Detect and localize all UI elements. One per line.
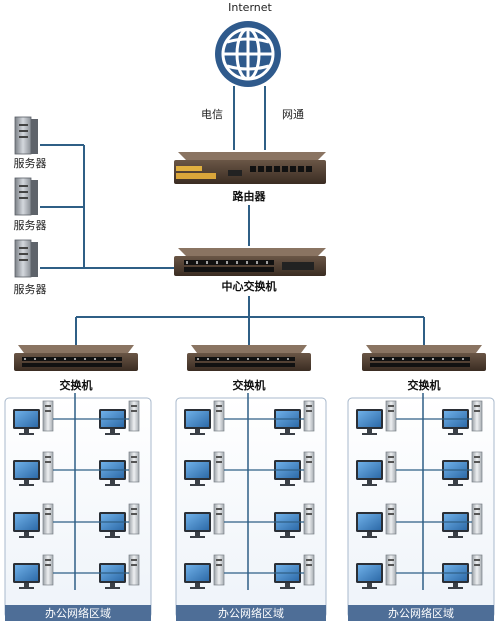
- workstation-icon: [184, 503, 225, 538]
- core-switch-icon: [174, 248, 326, 276]
- server-label: 服务器: [14, 157, 47, 170]
- zone-label: 办公网络区域: [388, 606, 454, 620]
- access-switch-label: 交换机: [60, 378, 93, 392]
- access-switch-label: 交换机: [233, 378, 266, 392]
- server-label: 服务器: [14, 283, 47, 296]
- workstation-icon: [13, 400, 54, 435]
- workstation-icon: [274, 503, 315, 538]
- workstation-icon: [13, 451, 54, 486]
- isp-telecom-label: 电信: [201, 108, 223, 121]
- zone-label-bar: [348, 605, 494, 621]
- workstation-icon: [356, 503, 397, 538]
- zone-label-bar: [5, 605, 151, 621]
- workstation-icon: [356, 554, 397, 589]
- access-switch-label: 交换机: [408, 378, 441, 392]
- internet-globe-icon: [215, 21, 281, 87]
- internet-label: Internet: [228, 1, 272, 14]
- workstation-icon: [13, 503, 54, 538]
- access-switch-icon: [187, 345, 311, 371]
- server-icon: [14, 239, 38, 278]
- access-switch-icon: [14, 345, 138, 371]
- server-icon: [14, 177, 38, 216]
- core-switch-label: 中心交换机: [222, 279, 277, 293]
- router-icon: [174, 152, 326, 184]
- workstation-icon: [184, 400, 225, 435]
- workstation-icon: [184, 554, 225, 589]
- server-links: [40, 144, 174, 269]
- zone-label: 办公网络区域: [218, 606, 284, 620]
- router-label: 路由器: [233, 189, 267, 203]
- zone-label-bar: [176, 605, 326, 621]
- server-label: 服务器: [14, 219, 47, 232]
- isp-netcom-label: 网通: [282, 108, 304, 121]
- access-switch-icon: [362, 345, 486, 371]
- isp-links: [233, 86, 266, 150]
- distribution-links: [75, 296, 425, 345]
- workstation-icon: [13, 554, 54, 589]
- workstation-icon: [184, 451, 225, 486]
- server-icon: [14, 116, 38, 155]
- workstation-icon: [356, 451, 397, 486]
- workstation-icon: [356, 400, 397, 435]
- zone-label: 办公网络区域: [45, 606, 111, 620]
